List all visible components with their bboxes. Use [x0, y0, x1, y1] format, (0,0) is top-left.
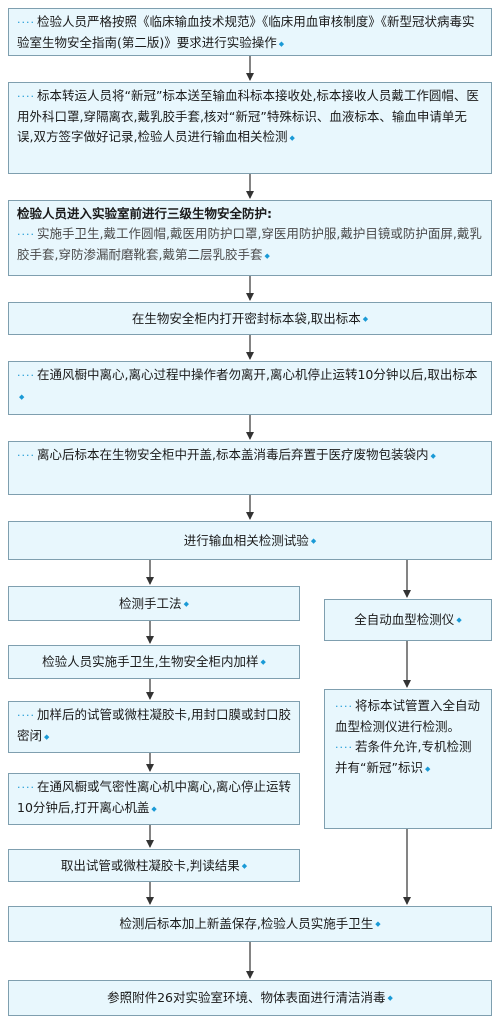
paragraph-mark-icon: ◆: [183, 599, 189, 608]
step-3-box: 检验人员进入实验室前进行三级生物安全防护: ····实施手卫生,戴工作圆帽,戴医…: [8, 200, 492, 276]
paragraph-mark-icon: ◆: [44, 732, 50, 741]
indent-dots: ····: [17, 16, 35, 29]
final-1-text: 检测后标本加上新盖保存,检验人员实施手卫生: [119, 916, 374, 931]
step-6-text: 离心后标本在生物安全柜中开盖,标本盖消毒后弃置于医疗废物包装袋内: [37, 447, 429, 462]
paragraph-mark-icon: ◆: [424, 764, 431, 773]
step-6-box: ····离心后标本在生物安全柜中开盖,标本盖消毒后弃置于医疗废物包装袋内◆: [8, 441, 492, 495]
auto-text-1: 将标本试管置入全自动血型检测仪进行检测。: [335, 698, 481, 734]
indent-dots: ····: [17, 90, 35, 103]
paragraph-mark-icon: ◆: [264, 251, 270, 260]
final-2-text: 参照附件26对实验室环境、物体表面进行清洁消毒: [107, 990, 386, 1005]
paragraph-mark-icon: ◆: [19, 392, 25, 401]
manual-3-text: 加样后的试管或微柱凝胶卡,用封口膜或封口胶密闭: [17, 707, 291, 743]
indent-dots: ····: [17, 781, 35, 794]
step-2-text: 标本转运人员将“新冠”标本送至输血科标本接收处,标本接收人员戴工作圆帽、医用外科…: [17, 88, 479, 144]
paragraph-mark-icon: ◆: [151, 804, 157, 813]
step-5-box: ····在通风橱中离心,离心过程中操作者勿离开,离心机停止运转10分钟以后,取出…: [8, 361, 492, 415]
auto-title: 全自动血型检测仪: [354, 612, 455, 627]
step-5-text: 在通风橱中离心,离心过程中操作者勿离开,离心机停止运转10分钟以后,取出标本: [37, 367, 478, 382]
manual-4-box: ····在通风橱或气密性离心机中离心,离心停止运转10分钟后,打开离心机盖◆: [8, 773, 300, 825]
paragraph-mark-icon: ◆: [241, 861, 248, 870]
paragraph-mark-icon: ◆: [310, 536, 317, 545]
final-1-box: 检测后标本加上新盖保存,检验人员实施手卫生◆: [8, 906, 492, 942]
step-3-title: 检验人员进入实验室前进行三级生物安全防护:: [17, 206, 272, 221]
manual-5-box: 取出试管或微柱凝胶卡,判读结果◆: [8, 849, 300, 882]
indent-dots: ····: [17, 449, 35, 462]
manual-2-text: 检验人员实施手卫生,生物安全柜内加样: [42, 654, 259, 669]
step-7-box: 进行输血相关检测试验◆: [8, 521, 492, 560]
manual-4-text: 在通风橱或气密性离心机中离心,离心停止运转10分钟后,打开离心机盖: [17, 779, 291, 815]
indent-dots: ····: [17, 709, 35, 722]
auto-1-box: 全自动血型检测仪◆: [324, 599, 492, 641]
step-4-text: 在生物安全柜内打开密封标本袋,取出标本: [131, 310, 361, 326]
indent-dots: ····: [335, 700, 353, 713]
paragraph-mark-icon: ◆: [362, 314, 369, 323]
paragraph-mark-icon: ◆: [430, 451, 436, 460]
step-1-box: ····检验人员严格按照《临床输血技术规范》《临床用血审核制度》《新型冠状病毒实…: [8, 8, 492, 56]
manual-5-text: 取出试管或微柱凝胶卡,判读结果: [60, 857, 240, 873]
indent-dots: ····: [17, 369, 35, 382]
paragraph-mark-icon: ◆: [289, 133, 295, 142]
manual-3-box: ····加样后的试管或微柱凝胶卡,用封口膜或封口胶密闭◆: [8, 701, 300, 753]
step-7-text: 进行输血相关检测试验: [183, 532, 309, 548]
manual-2-box: 检验人员实施手卫生,生物安全柜内加样◆: [8, 645, 300, 679]
step-3-text: 实施手卫生,戴工作圆帽,戴医用防护口罩,穿医用防护服,戴护目镜或防护面屏,戴乳胶…: [17, 226, 482, 262]
auto-2-box: ····将标本试管置入全自动血型检测仪进行检测。 ····若条件允许,专机检测并…: [324, 689, 492, 829]
manual-1-box: 检测手工法◆: [8, 586, 300, 621]
paragraph-mark-icon: ◆: [278, 39, 285, 48]
step-2-box: ····标本转运人员将“新冠”标本送至输血科标本接收处,标本接收人员戴工作圆帽、…: [8, 82, 492, 174]
step-1-text: 检验人员严格按照《临床输血技术规范》《临床用血审核制度》《新型冠状病毒实验室生物…: [17, 14, 475, 50]
paragraph-mark-icon: ◆: [375, 920, 381, 928]
manual-1-text: 检测手工法: [119, 595, 182, 611]
paragraph-mark-icon: ◆: [260, 658, 266, 666]
paragraph-mark-icon: ◆: [456, 616, 462, 624]
final-2-box: 参照附件26对实验室环境、物体表面进行清洁消毒◆: [8, 980, 492, 1016]
step-4-box: 在生物安全柜内打开密封标本袋,取出标本◆: [8, 302, 492, 335]
indent-dots: ····: [17, 228, 35, 241]
indent-dots: ····: [335, 741, 353, 754]
auto-text-2: 若条件允许,专机检测并有“新冠”标识: [335, 739, 472, 775]
paragraph-mark-icon: ◆: [387, 994, 393, 1002]
